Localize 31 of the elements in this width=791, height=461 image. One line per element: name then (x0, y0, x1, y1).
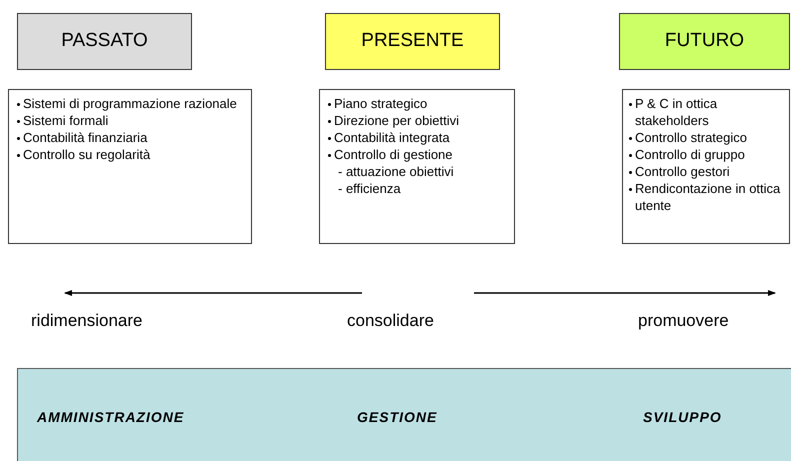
period-title: FUTURO (664, 29, 744, 54)
band (17, 368, 791, 461)
list-box (8, 89, 252, 244)
period-title: PRESENTE (361, 29, 464, 54)
direction-label: promuovere (638, 310, 729, 332)
list-box (319, 89, 515, 244)
band-label: GESTIONE (357, 408, 438, 427)
list-item: Controllo gestori (635, 163, 730, 180)
direction-label: consolidare (347, 310, 434, 332)
band-label: AMMINISTRAZIONE (37, 408, 184, 427)
list-item: Contabilità finanziaria (23, 129, 148, 146)
period-box (17, 13, 192, 70)
direction-label: ridimensionare (31, 310, 142, 332)
list-item: - attuazione obiettivi (338, 163, 454, 180)
list-item: Controllo di gestione (334, 146, 453, 163)
list-item: P & C in ottica stakeholders (635, 95, 718, 129)
list-item: - efficienza (338, 180, 401, 197)
list-item: Direzione per obiettivi (334, 112, 460, 129)
period-title: PASSATO (61, 29, 148, 54)
list-box (622, 89, 790, 244)
list-item: Controllo strategico (635, 129, 747, 146)
band-label: SVILUPPO (643, 408, 722, 427)
list-item: Sistemi formali (23, 112, 108, 129)
list-item: Controllo di gruppo (635, 146, 745, 163)
list-item: Controllo su regolarità (23, 146, 150, 163)
list-item: Sistemi di programmazione razionale (23, 95, 237, 112)
period-box (325, 13, 500, 70)
list-item: Contabilità integrata (334, 129, 450, 146)
list-item: Rendicontazione in ottica utente (635, 180, 782, 214)
period-box (619, 13, 790, 70)
list-item: Piano strategico (334, 95, 428, 112)
